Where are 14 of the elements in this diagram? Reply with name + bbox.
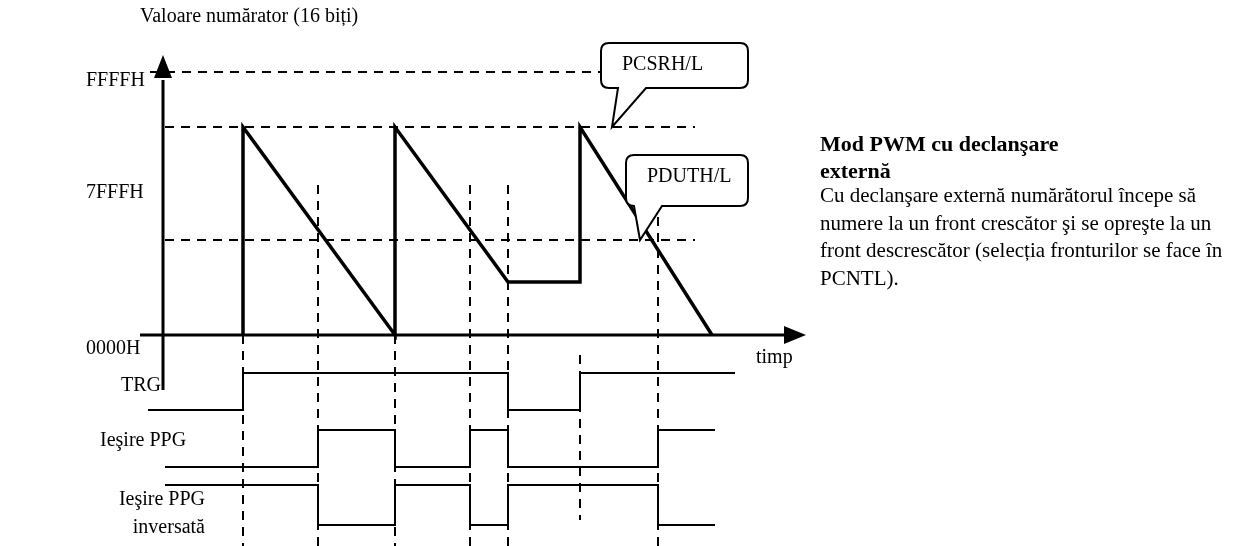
axis-title: Valoare numărator (16 biți) [140, 4, 359, 27]
signal-name: Ieşire PPG [100, 428, 187, 451]
heading: Mod PWM cu declanşare externă [820, 130, 1060, 184]
axis-value-label: FFFFH [86, 68, 145, 91]
callout-bubble [622, 154, 750, 242]
callout-bubble [600, 42, 750, 130]
axis-label: timp [756, 345, 793, 368]
callout-text: PDUTH/L [647, 164, 732, 187]
callout-text: PCSRH/L [622, 52, 704, 75]
axis-value-label: 0000H [86, 336, 141, 359]
description-text: Cu declanşare externă numărătorul începe să numere la un front crescător şi se opreşte la un front descrescător (selecția fronturilor se face în PCNTL). [820, 182, 1224, 292]
signal-name: TRG [121, 373, 161, 396]
signal-name: Ieşire PPG inversată [117, 486, 205, 539]
axis-value-label: 7FFFH [86, 180, 144, 203]
